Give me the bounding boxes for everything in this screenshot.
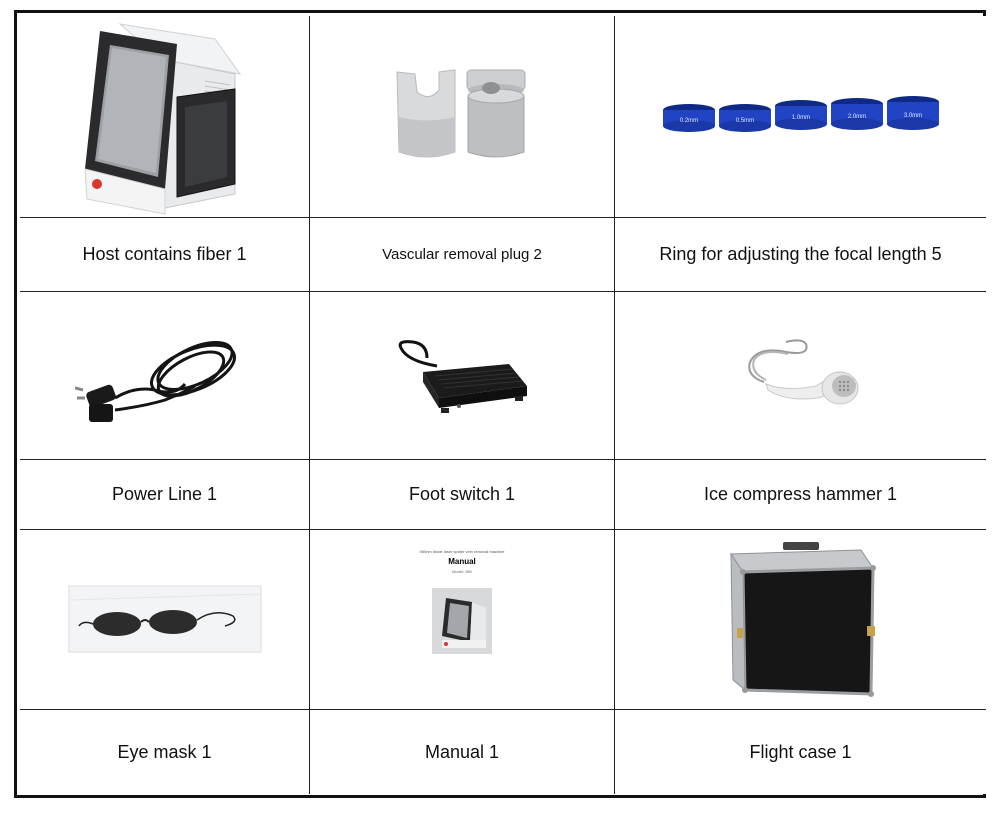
package-contents-table: 0.2mm 0.5mm 1.0mm bbox=[14, 10, 986, 798]
laser-host-machine-icon bbox=[83, 22, 241, 215]
image-cell-manual: 980nm diode laser spider vein removal ma… bbox=[310, 530, 615, 710]
ring-label: 2.0mm bbox=[847, 114, 865, 120]
item-label-manual: Manual 1 bbox=[424, 741, 500, 762]
focal-ring: 1.0mm bbox=[774, 99, 827, 130]
label-cell-manual: Manual 1 bbox=[310, 710, 615, 794]
item-label-eye-mask: Eye mask 1 bbox=[117, 741, 212, 762]
label-cell-host: Host contains fiber 1 bbox=[20, 218, 310, 292]
focal-ring: 0.2mm bbox=[662, 103, 715, 132]
image-cell-plug bbox=[310, 16, 615, 218]
flight-case-icon bbox=[729, 541, 876, 697]
image-cell-flight-case bbox=[615, 530, 986, 710]
foot-switch-icon bbox=[398, 339, 527, 413]
ring-label: 0.2mm bbox=[679, 118, 697, 124]
ring-label: 1.0mm bbox=[791, 115, 809, 121]
focal-ring: 2.0mm bbox=[830, 97, 883, 130]
focal-ring: 0.5mm bbox=[718, 103, 771, 132]
ring-label: 0.5mm bbox=[735, 118, 753, 124]
image-cell-foot-switch bbox=[310, 292, 615, 460]
image-cell-host bbox=[20, 16, 310, 218]
focal-ring: 3.0mm bbox=[886, 95, 939, 130]
label-cell-plug: Vascular removal plug 2 bbox=[310, 218, 615, 292]
manual-cover-machine-icon bbox=[432, 587, 492, 654]
manual-booklet-icon: 980nm diode laser spider vein removal ma… bbox=[402, 544, 522, 695]
ring-label: 3.0mm bbox=[903, 113, 921, 119]
label-cell-flight-case: Flight case 1 bbox=[615, 710, 986, 794]
eye-mask-goggles-icon bbox=[68, 585, 261, 652]
item-label-foot-switch: Foot switch 1 bbox=[408, 484, 516, 504]
item-label-ice-hammer: Ice compress hammer 1 bbox=[703, 484, 898, 504]
item-label-power-line: Power Line 1 bbox=[111, 484, 218, 504]
manual-title: Manual bbox=[448, 556, 476, 566]
manual-subtitle: 980nm diode laser spider vein removal ma… bbox=[419, 548, 505, 554]
label-cell-eye-mask: Eye mask 1 bbox=[20, 710, 310, 794]
image-cell-eye-mask bbox=[20, 530, 310, 710]
item-label-rings: Ring for adjusting the focal length 5 bbox=[659, 244, 942, 264]
item-label-flight-case: Flight case 1 bbox=[749, 741, 852, 762]
label-cell-ice-hammer: Ice compress hammer 1 bbox=[615, 460, 986, 530]
item-label-plug: Vascular removal plug 2 bbox=[382, 246, 542, 263]
label-cell-foot-switch: Foot switch 1 bbox=[310, 460, 615, 530]
image-cell-rings: 0.2mm 0.5mm 1.0mm bbox=[615, 16, 986, 218]
manual-model: Model: 980 bbox=[452, 568, 472, 574]
label-cell-power-line: Power Line 1 bbox=[20, 460, 310, 530]
ice-compress-hammer-icon bbox=[747, 338, 858, 404]
focal-rings-icon: 0.2mm 0.5mm 1.0mm bbox=[662, 95, 939, 132]
image-cell-power-line bbox=[20, 292, 310, 460]
image-cell-ice-hammer bbox=[615, 292, 986, 460]
label-cell-rings: Ring for adjusting the focal length 5 bbox=[615, 218, 986, 292]
vascular-removal-plug-icon bbox=[396, 68, 526, 157]
item-label-host: Host contains fiber 1 bbox=[82, 244, 247, 264]
power-cable-icon bbox=[74, 340, 236, 422]
